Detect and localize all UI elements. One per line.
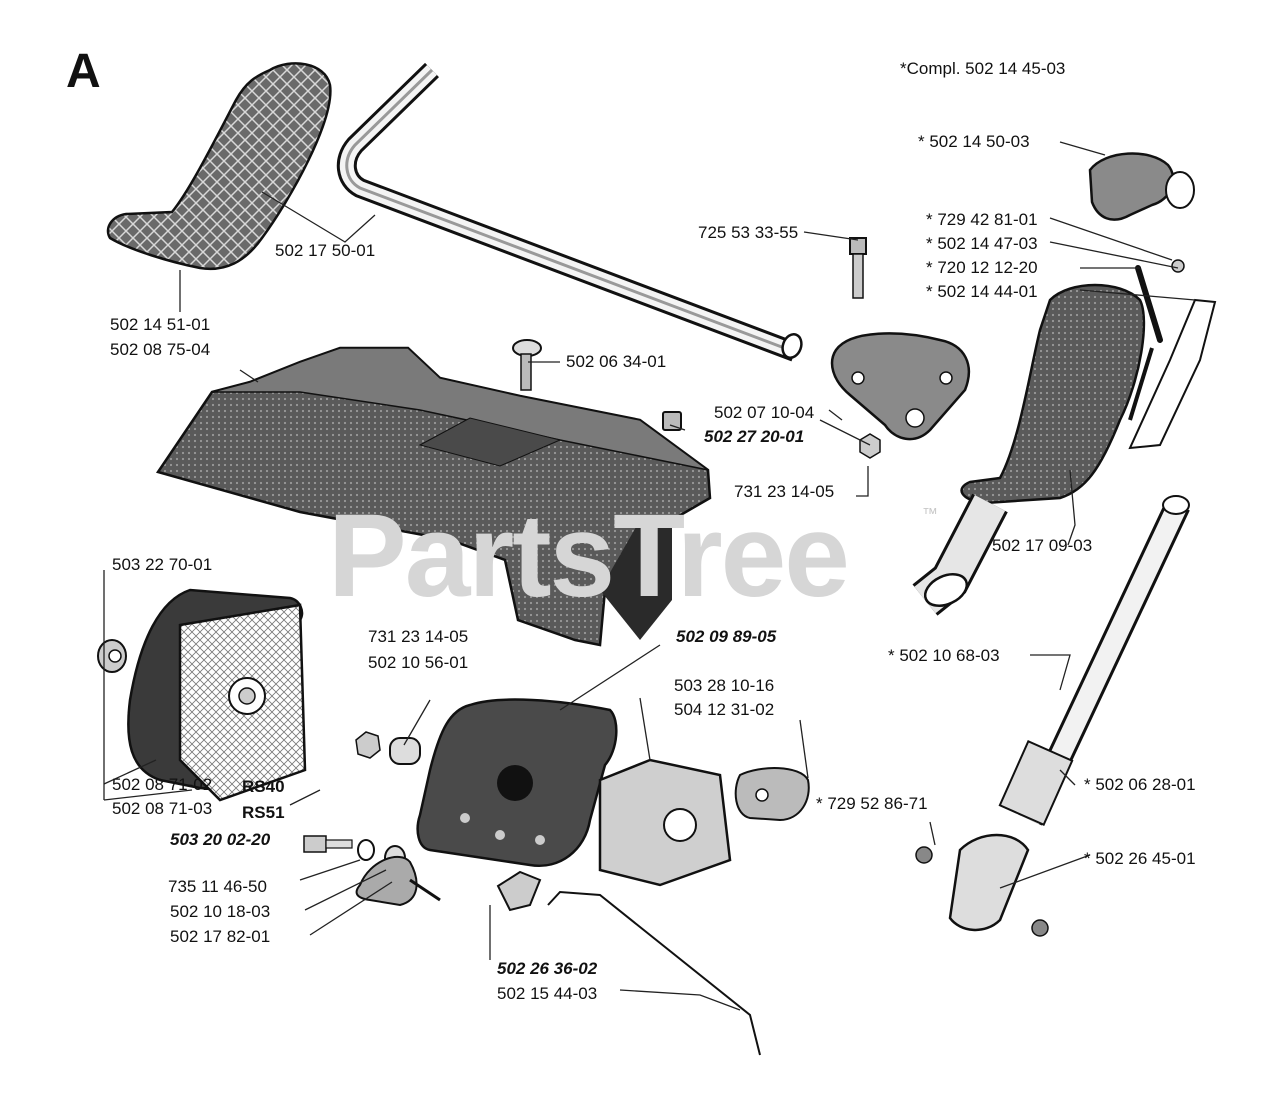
throttle-lever-part — [355, 856, 441, 907]
model-label: RS51 — [242, 803, 285, 822]
part-label: 502 17 50-01 — [275, 241, 376, 260]
part-label: * 502 14 44-01 — [926, 282, 1038, 301]
part-label: 502 07 10-04 — [714, 403, 815, 422]
part-label: 502 14 51-01 — [110, 315, 211, 334]
carburetor-housing-part — [416, 698, 618, 868]
trademark-symbol: ™ — [922, 506, 938, 523]
part-label: 502 06 34-01 — [566, 352, 667, 371]
part-label: * 502 14 47-03 — [926, 234, 1038, 253]
part-label: 502 26 36-02 — [497, 959, 598, 978]
air-filter-part — [97, 588, 307, 802]
part-label: 502 10 56-01 — [368, 653, 469, 672]
part-label: 503 28 10-16 — [674, 676, 775, 695]
part-label: 725 53 33-55 — [698, 223, 799, 242]
part-label: 502 08 71-02 — [112, 775, 213, 794]
grip-handle-part — [106, 62, 332, 271]
nut-sleeve-part — [355, 731, 421, 765]
bracket-part — [830, 237, 971, 459]
part-label: * 729 42 81-01 — [926, 210, 1038, 229]
carburetor-part — [598, 758, 810, 887]
cylinder-cover-part — [155, 346, 712, 647]
part-label: 502 09 89-05 — [676, 627, 777, 646]
part-label: 502 10 18-03 — [170, 902, 271, 921]
section-letter: A — [66, 45, 101, 98]
part-label: * 502 26 45-01 — [1084, 849, 1196, 868]
screw-502-06-34-01-part — [512, 339, 542, 391]
small-bracket-and-wire-part — [496, 870, 761, 1056]
part-label: * 502 06 28-01 — [1084, 775, 1196, 794]
watermark-text: PartsTree — [328, 490, 850, 622]
part-label: 502 17 09-03 — [992, 536, 1093, 555]
part-label: * 502 14 50-03 — [918, 132, 1030, 151]
part-label: 731 23 14-05 — [368, 627, 469, 646]
part-label: * 720 12 12-20 — [926, 258, 1038, 277]
part-label: 504 12 31-02 — [674, 700, 775, 719]
model-label: RS40 — [242, 777, 285, 796]
part-label: 502 08 75-04 — [110, 340, 211, 359]
leader-lines — [103, 141, 1196, 1011]
part-label: * 729 52 86-71 — [816, 794, 928, 813]
bent-handle-bar-part — [336, 62, 803, 362]
part-label: 502 27 20-01 — [704, 427, 805, 446]
part-label: 502 17 82-01 — [170, 927, 271, 946]
part-label: 502 08 71-03 — [112, 799, 213, 818]
part-label: 735 11 46-50 — [168, 877, 267, 896]
tube-part — [998, 495, 1190, 827]
part-label: 502 15 44-03 — [497, 984, 598, 1003]
header-note: *Compl. 502 14 45-03 — [900, 59, 1066, 78]
part-label: 503 20 02-20 — [170, 830, 271, 849]
cap-part — [915, 833, 1049, 937]
part-label: * 502 10 68-03 — [888, 646, 1000, 665]
part-label: 731 23 14-05 — [734, 482, 835, 501]
part-label: 503 22 70-01 — [112, 555, 213, 574]
front-handle-part — [912, 152, 1217, 616]
clip-nut-part — [662, 411, 682, 431]
